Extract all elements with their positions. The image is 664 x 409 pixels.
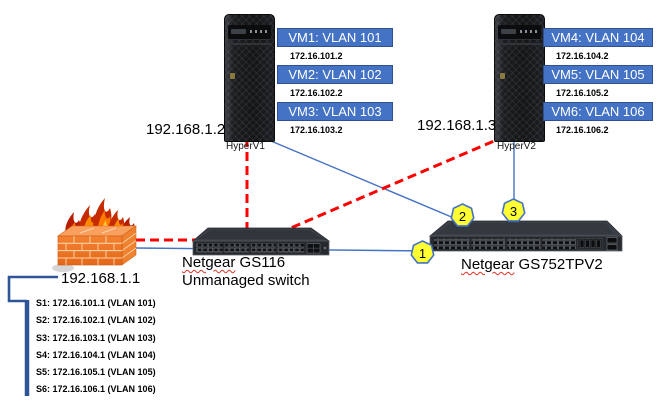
vm-label: VM6: VLAN 106 — [543, 102, 653, 121]
tower-bezel — [228, 25, 271, 40]
subinterface-item: S6: 172.16.106.1 (VLAN 106) — [36, 384, 156, 395]
gs116-brand: Netgear — [182, 254, 236, 271]
vm-stack-hyperv2: VM4: VLAN 104 172.16.104.2 VM5: VLAN 105… — [543, 28, 653, 139]
heptagon-icon — [410, 240, 435, 264]
link-hyperv1-to-gs752-blue — [270, 140, 481, 230]
firewall-ip-label: 192.168.1.1 — [61, 270, 141, 287]
subinterface-item: S5: 172.16.105.1 (VLAN 105) — [36, 367, 156, 378]
hyperv1-mgmt-ip-label: 192.168.1.2 — [146, 121, 226, 138]
subinterface-bracket — [7, 275, 58, 303]
link-gs116-to-hyperv2-red — [278, 139, 495, 235]
gs116-name: Netgear GS116 — [182, 254, 310, 272]
badge-number: 2 — [458, 208, 467, 224]
gs116-label: Netgear GS116 Unmanaged switch — [182, 254, 310, 289]
vm-ip: 172.16.106.2 — [556, 125, 609, 135]
vm-ip: 172.16.103.2 — [290, 125, 343, 135]
link-badge-1: 1 — [410, 240, 435, 265]
hyperv1-host-label: HyperV1 — [226, 141, 265, 152]
subinterface-item: S4: 172.16.104.1 (VLAN 104) — [36, 349, 156, 360]
gs752-brand: Netgear — [461, 256, 515, 273]
hyperv2-host-label: HyperV2 — [497, 141, 536, 152]
server-tower-hyperv2-icon — [494, 14, 545, 142]
vm-ip: 172.16.101.2 — [290, 51, 343, 61]
firewall-subinterface-list: S1: 172.16.101.1 (VLAN 101) S2: 172.16.1… — [36, 295, 156, 399]
subinterface-item: S2: 172.16.102.1 (VLAN 102) — [36, 315, 156, 326]
vm-stack-hyperv1: VM1: VLAN 101 172.16.101.2 VM2: VLAN 102… — [277, 28, 393, 139]
badge-number: 3 — [509, 203, 518, 219]
gs752-label: Netgear GS752TPV2 — [461, 256, 603, 274]
link-badge-2: 2 — [450, 203, 475, 228]
firewall-icon — [52, 198, 137, 272]
heptagon-icon — [501, 198, 526, 222]
vm-label: VM4: VLAN 104 — [543, 28, 653, 47]
vm-ip: 172.16.105.2 — [556, 88, 609, 98]
vm-label: VM5: VLAN 105 — [543, 65, 653, 84]
vm-ip: 172.16.102.2 — [290, 88, 343, 98]
gs752-model: GS752TPV2 — [514, 256, 603, 273]
hyperv2-mgmt-ip-label: 192.168.1.3 — [417, 117, 497, 134]
vm-label: VM3: VLAN 103 — [277, 102, 393, 121]
subinterface-item: S1: 172.16.101.1 (VLAN 101) — [36, 298, 156, 308]
tower-bezel — [498, 25, 541, 40]
switch-gs116-icon — [191, 227, 331, 256]
tower-drive-bay — [228, 43, 271, 45]
heptagon-icon — [450, 203, 475, 227]
vm-label: VM2: VLAN 102 — [277, 65, 393, 84]
brick-wall — [57, 225, 137, 266]
gs116-subtitle: Unmanaged switch — [182, 271, 310, 289]
switch-gs752tpv2-icon — [428, 220, 623, 252]
gs116-model: GS116 — [235, 254, 286, 271]
vm-ip: 172.16.104.2 — [556, 51, 609, 61]
tower-logo — [500, 73, 505, 79]
badge-number: 1 — [418, 245, 427, 261]
server-tower-hyperv1-icon — [224, 14, 275, 142]
tower-logo — [230, 73, 235, 79]
link-badge-3: 3 — [501, 198, 526, 223]
vm-label: VM1: VLAN 101 — [277, 28, 393, 47]
tower-drive-bay — [498, 43, 541, 45]
subinterface-item: S3: 172.16.103.1 (VLAN 103) — [36, 332, 156, 343]
